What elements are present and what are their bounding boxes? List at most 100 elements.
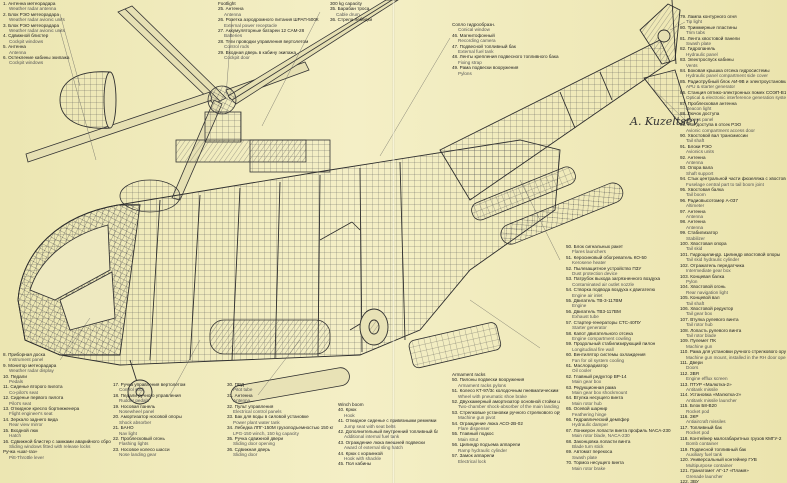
legend-item-en: LPG-150 winch, 150 kg capacity (233, 430, 299, 436)
legend-item-ru: 92. Антенна (680, 154, 706, 160)
legend-item-ru: 35. Барабан троса (330, 6, 370, 12)
legend-item-ru: 83. Электроспуск кабины (680, 57, 734, 63)
legend-item-ru: 85. Радиотрубный блок АИ-9В и электроуст… (680, 78, 786, 84)
tail-rotor (639, 0, 691, 125)
legend-item-ru: 5. Антенна (3, 44, 26, 50)
legend-item-ru: 59. Продольный стабилизирующий пилон (566, 341, 656, 347)
legend-item-ru: 112. ЗВЯ (680, 370, 699, 376)
legend-item-ru: 54. Ограждение люка АСО-2В-02 (452, 420, 523, 426)
legend-item-ru: Сопло гидрообразн. (452, 22, 496, 27)
legend-item-en: Blade turn stick (572, 444, 604, 450)
legend-item-ru: 13. Откидное кресло бортинженера (3, 406, 80, 412)
legend-item-ru: 40. Крюк (338, 407, 357, 413)
legend-item-ru: 68. Законцовка лопасти винта (566, 438, 631, 444)
legend-item-en: Feathering hinge (572, 411, 607, 417)
legend-item-en: Bomb container (686, 441, 719, 447)
legend-item-ru: 27. Аккумуляторные батареи 12 САМ-28 (218, 28, 305, 34)
legend-item-ru: 82. Гидропанель (680, 46, 716, 52)
legend-item-en: APU & starter generator (686, 84, 736, 90)
legend-item-ru: 2. Блок РЭО метеорадара (3, 11, 60, 17)
legend-item-en: Rear navigation light (686, 289, 728, 295)
legend-item-ru: 8. Приборная доска (3, 352, 46, 357)
legend-item-en: Main gear box shockmount (572, 389, 628, 395)
legend-item-ru: 100. Хвостовая опора (680, 241, 727, 247)
legend-item-ru: 44. Крюк с корзинкой (338, 450, 383, 456)
legend-item-ru: 102. Отражатель передатчика (680, 262, 745, 268)
legend-item-ru: 49. Рама подвески вооружения (452, 65, 519, 71)
legend-item-ru: 54. Створка подвода воздуха к двигателю (566, 287, 656, 293)
legend-item-en: Tail skid hydraulic cylinder (686, 257, 740, 263)
legend-item-en: Antenna (224, 11, 242, 17)
legend-item-ru: 118. Контейнер малогабаритных грузов КМГ… (680, 435, 782, 441)
legend-item-ru: 18. Педали ручного управления (113, 392, 181, 398)
legend-item-en: Main rotor brake (572, 465, 606, 471)
legend-item-ru: 19. Носовая панель (113, 403, 156, 409)
legend-item-en: Sliding windows fitted with release lock… (9, 443, 91, 449)
callout-leader-lines (59, 11, 686, 396)
legend-item-ru: 42. Дополнительный внутренний топливный … (338, 429, 438, 435)
legend-item-ru: 90. Хвостовой вал трансмиссии (680, 132, 748, 138)
legend-item-ru: 300 kg capacity (330, 1, 362, 6)
legend-item-ru: 34. Лебедка ЛПГ-150М грузоподъемностью 1… (227, 425, 334, 431)
legend-item-en: Shaft support (686, 170, 714, 176)
legend-item-ru: 28. Тяги проводки управления вертолетом (218, 38, 309, 44)
legend-item-en: Trim tabs (686, 30, 705, 36)
legend-item-ru: 50. Пилоны подвески вооружения (452, 377, 525, 383)
legend-item-en: Machine gun pivot (458, 415, 496, 421)
legend-item-en: Access panel (686, 116, 714, 122)
legend-item-ru: 67. Лонжерон лопасти винта профиль NACA-… (566, 427, 671, 433)
legend-item-en: Two-chamber shock-absorber of the main l… (458, 404, 560, 410)
legend-item-en: Engine (572, 303, 587, 309)
legend-item-ru: 93. Опора вала (680, 165, 713, 171)
legend-item-ru: Footlight (218, 1, 236, 6)
legend-item-en: Recording camera (458, 38, 496, 44)
legend-item-en: External fuel tank (458, 49, 494, 55)
legend-item-ru: 25. Антенна (218, 6, 244, 12)
legend-item-en: Tail rotor hub (686, 322, 713, 328)
legend-item-en: Antitank missile launcher (686, 397, 737, 403)
legend-item-ru: 60. Вентилятор системы охлаждения (566, 352, 646, 358)
legend-item-en: Award of external sling hatch (344, 445, 403, 451)
legend-item-en: Main rotor hub (572, 400, 602, 406)
legend-item-en: Pylon (686, 278, 698, 284)
legend-item-ru: 113. ПТУР «Малютка-2» (680, 381, 732, 387)
legend-item-en: Control stick (119, 387, 145, 393)
legend-item-en: Control rods (224, 44, 250, 50)
legend-item-en: Kerosene heater (572, 260, 606, 266)
legend-item-en: Pitt-Throttle lever (9, 454, 44, 460)
legend-item-ru: 29. Входная дверь в кабину экипажа (218, 49, 297, 55)
legend-item-ru: 12. Сиденье первого пилота (3, 395, 64, 401)
legend-item-en: Tail boom (686, 192, 706, 198)
legend-item-en: Armament racks pylons (458, 382, 506, 388)
legend-item-ru: 86. Станция оптико-электронных помех СОЭ… (680, 89, 786, 95)
legend-item-ru: 66. Гидравлический демпфер (566, 417, 630, 422)
legend-item-ru: 4. Сдвижной блистер (3, 33, 49, 39)
artist-signature: A. Kuzeltsev (629, 115, 699, 128)
legend-item-ru: 107. Втулка рулевого винта (680, 316, 739, 322)
legend-item-ru: 116. ЗКР (680, 414, 699, 420)
legend-item-en: Main gear box (572, 379, 602, 385)
legend-item-en: Main rotor blade, NACA-230 (572, 433, 630, 439)
legend-item-ru: 64. Втулка несущего винта (566, 395, 624, 401)
legend-item-ru: 10. Педали (3, 373, 27, 379)
legend-item-ru: 26. Розетка аэродромного питания ШРАП-50… (218, 17, 319, 23)
legend-item-ru: 47. Подвесной топливный бак (452, 43, 516, 49)
legend-item-ru: 108. Лопасть рулевого винта (680, 327, 742, 333)
legend-item-ru: 45. Пол кабины (338, 461, 372, 467)
legend-item-en: Antenna (233, 398, 251, 404)
legend-item-en: Additional internal fuel tank (344, 434, 400, 440)
legend-item-en: Tail skid (686, 246, 703, 252)
legend-item-en: Machine gun mount, installed in the RH d… (686, 354, 786, 360)
legend-item-ru: 121. Гранатомет АГ-17 «Пламя» (680, 468, 749, 474)
legend-item-ru: 36. Стрела лебедки (330, 17, 373, 23)
legend-item-ru: 48. Ленты крепления подвесного топливног… (452, 54, 559, 60)
legend-item-ru: 122. ЗВУ (680, 478, 699, 483)
legend-item-en: Tail rotor blade (686, 332, 717, 338)
legend-item-en: Stabilizer (686, 235, 705, 241)
legend-item-ru: 63. Редукционная рама (566, 384, 616, 390)
legend-item-ru: 117. Топливный бак (680, 424, 722, 430)
legend-item-ru: 103. Концевая балка (680, 273, 725, 279)
